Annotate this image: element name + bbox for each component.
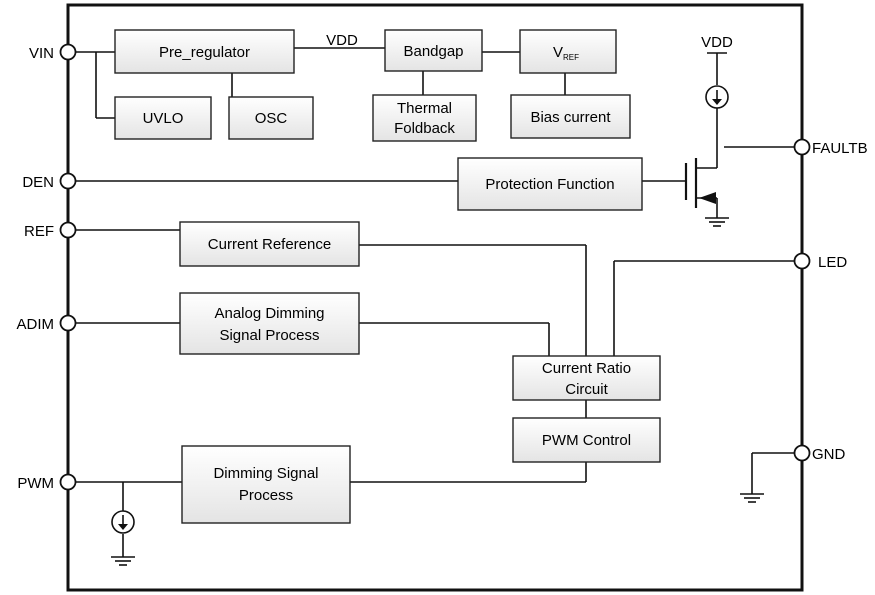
pin-den: DEN <box>22 172 77 191</box>
thermal-label-line1: Thermal <box>397 100 452 117</box>
current-ratio-label-line1: Current Ratio <box>542 360 631 377</box>
vref-block: VREF <box>519 29 617 74</box>
dimming-signal-label-line2: Process <box>239 487 293 504</box>
ground-symbol-pwm <box>111 556 135 566</box>
thermal-foldback-block: Thermal Foldback <box>372 94 477 142</box>
pin-led-label: LED <box>818 254 847 271</box>
pin-ref-label: REF <box>24 223 54 240</box>
current-source-pwm <box>111 510 135 534</box>
dimming-signal-block: Dimming Signal Process <box>181 445 351 524</box>
osc-label: OSC <box>255 110 288 127</box>
pin-ref: REF <box>24 221 77 240</box>
bias-current-label: Bias current <box>530 109 611 126</box>
analog-dimming-block: Analog Dimming Signal Process <box>179 292 360 355</box>
protection-function-block: Protection Function <box>457 157 643 211</box>
dimming-signal-label-line1: Dimming Signal <box>213 465 318 482</box>
pin-gnd-label: GND <box>812 446 846 463</box>
ground-symbol-gnd <box>740 493 764 503</box>
pin-gnd: GND <box>793 444 846 463</box>
current-reference-block: Current Reference <box>179 221 360 267</box>
pin-faultb-label: FAULTB <box>812 140 868 157</box>
pin-adim: ADIM <box>17 314 77 333</box>
current-ratio-label-line2: Circuit <box>565 381 608 398</box>
bandgap-label: Bandgap <box>403 43 463 60</box>
ground-symbol-fet <box>705 217 729 227</box>
pin-adim-label: ADIM <box>17 316 55 333</box>
nmos-transistor <box>684 158 716 208</box>
vref-main: V <box>553 44 563 61</box>
vref-subscript: REF <box>563 53 579 62</box>
current-ratio-block: Current Ratio Circuit <box>512 355 661 401</box>
pin-pwm-label: PWM <box>17 475 54 492</box>
osc-block: OSC <box>228 96 314 140</box>
pre-regulator-label: Pre_regulator <box>159 44 250 61</box>
pin-pwm: PWM <box>17 473 77 492</box>
bandgap-block: Bandgap <box>384 29 483 72</box>
pin-den-label: DEN <box>22 174 54 191</box>
vref-label: VREF <box>553 44 579 62</box>
wires <box>76 47 794 557</box>
uvlo-label: UVLO <box>143 110 184 127</box>
protection-label: Protection Function <box>485 176 614 193</box>
analog-dimming-label-line1: Analog Dimming <box>214 305 324 322</box>
current-source-vdd <box>705 85 729 109</box>
pin-vin: VIN <box>29 43 77 62</box>
analog-dimming-label-line2: Signal Process <box>219 327 319 344</box>
current-reference-label: Current Reference <box>208 236 331 253</box>
pwm-control-block: PWM Control <box>512 417 661 463</box>
pin-led: LED <box>793 252 847 271</box>
thermal-label-line2: Foldback <box>394 120 455 137</box>
pin-faultb: FAULTB <box>793 138 868 157</box>
vdd-net-label: VDD <box>326 32 358 49</box>
vdd-supply-label: VDD <box>701 34 733 51</box>
pin-vin-label: VIN <box>29 45 54 62</box>
uvlo-block: UVLO <box>114 96 212 140</box>
chip-outline <box>66 3 804 592</box>
bias-current-block: Bias current <box>510 94 631 139</box>
pwm-control-label: PWM Control <box>542 432 631 449</box>
pre-regulator-block: Pre_regulator <box>114 29 295 74</box>
